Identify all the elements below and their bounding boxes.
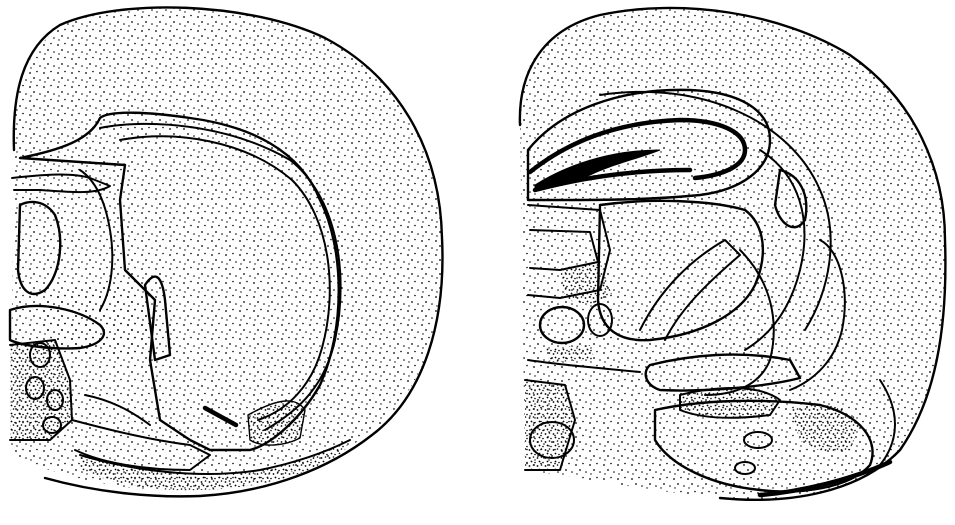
right-section <box>520 8 946 500</box>
left-section <box>10 7 442 496</box>
right-small-dots <box>545 345 595 362</box>
